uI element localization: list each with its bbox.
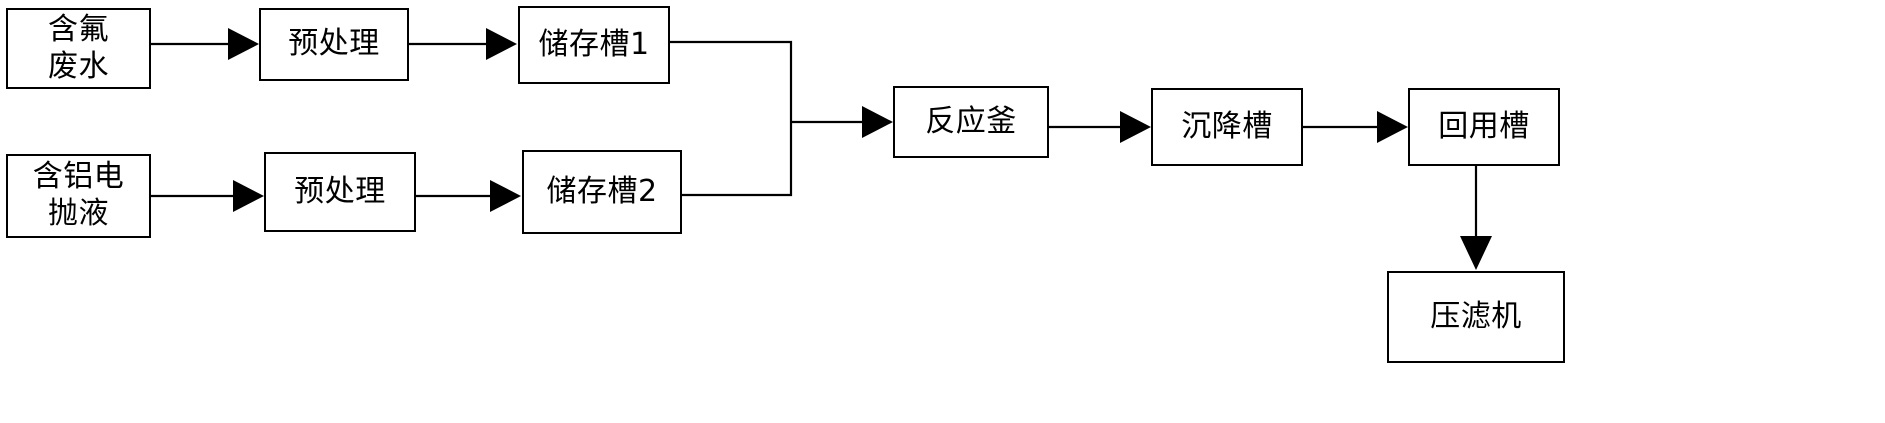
node-settling-tank[interactable]: 沉降槽 [1151, 88, 1303, 166]
node-pretreatment-2[interactable]: 预处理 [264, 152, 416, 232]
edge-merge-to-reactor [791, 106, 893, 138]
node-filter-press[interactable]: 压滤机 [1387, 271, 1565, 363]
node-storage-tank-1[interactable]: 储存槽1 [518, 6, 670, 84]
node-reactor[interactable]: 反应釜 [893, 86, 1049, 158]
edge-settling-to-reuse [1303, 111, 1408, 143]
node-fluoride-wastewater[interactable]: 含氟 废水 [6, 8, 151, 89]
edge-settling-to-filterpress [1460, 166, 1492, 270]
node-storage-tank-2[interactable]: 储存槽2 [522, 150, 682, 234]
edge-tank1-to-reactor [670, 40, 793, 122]
node-aluminum-polishing-liquid[interactable]: 含铝电 抛液 [6, 154, 151, 238]
edge-pretreat2-to-tank2 [416, 180, 521, 212]
node-pretreatment-1[interactable]: 预处理 [259, 8, 409, 81]
node-reuse-tank[interactable]: 回用槽 [1408, 88, 1560, 166]
edge-tank2-to-reactor [682, 122, 793, 197]
edge-reactor-to-settling [1049, 111, 1151, 143]
edge-alpol-to-pretreat2 [151, 180, 264, 212]
edge-pretreat1-to-tank1 [409, 28, 517, 60]
edge-fluoride-to-pretreat1 [151, 28, 259, 60]
